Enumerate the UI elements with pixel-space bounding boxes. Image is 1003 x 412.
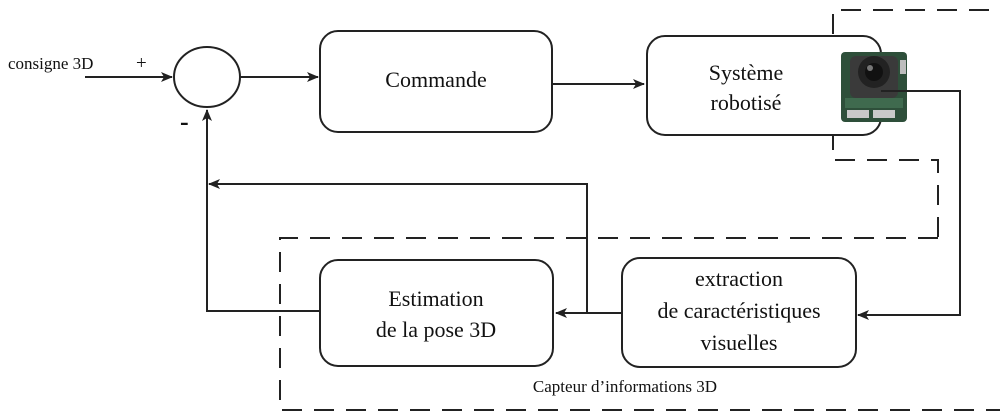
extraction-label-line1: extraction (695, 266, 783, 291)
input-label: consigne 3D (8, 54, 93, 73)
plus-sign: + (136, 53, 147, 74)
feedback-to-junction-arrow (202, 109, 320, 312)
summing-junction (173, 46, 241, 108)
commande-block (319, 30, 553, 133)
estimation-label-line1: Estimation (388, 286, 483, 311)
systeme-label-line2: robotisé (711, 90, 782, 115)
feedback-branch-arrow (208, 179, 588, 313)
estimation-label-line2: de la pose 3D (376, 317, 496, 342)
minus-sign: - (180, 107, 189, 136)
systeme-label-line1: Système (709, 60, 784, 85)
sensor-dashed-region (279, 237, 1000, 411)
camera-icon (841, 52, 907, 122)
commande-label: Commande (385, 67, 486, 92)
systeme-to-extraction-arrow (857, 90, 961, 320)
sensor-label: Capteur d’informations 3D (533, 377, 717, 396)
estimation-block (319, 259, 554, 367)
extraction-label-line2: de caractéristiques (657, 298, 820, 323)
extraction-label-line3: visuelles (701, 330, 778, 355)
